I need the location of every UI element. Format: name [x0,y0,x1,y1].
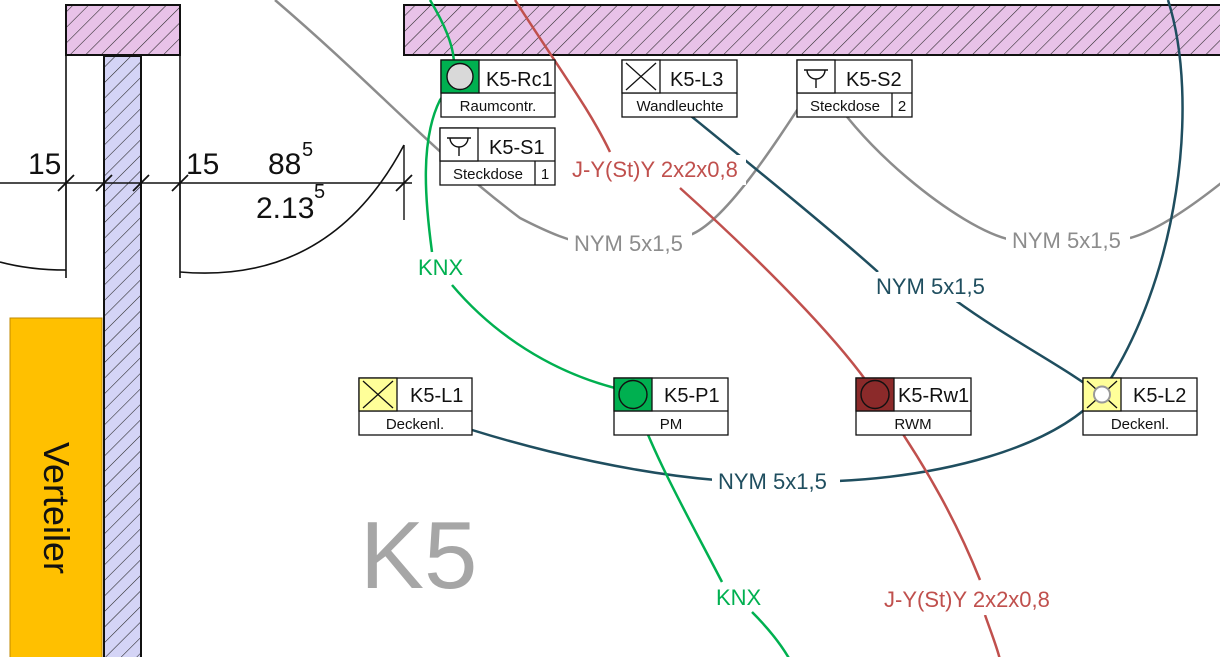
cable-label-nym-2: NYM 5x1,5 [1012,228,1121,253]
cable-label-jy-2: J-Y(St)Y 2x2x0,8 [884,587,1050,612]
device-k5-p1[interactable]: K5-P1 PM [613,377,729,436]
device-id: K5-Rc1 [486,69,553,91]
dim-15-left: 15 [28,148,61,181]
device-k5-l2[interactable]: K5-L2 Deckenl. [1082,377,1198,436]
device-id: K5-L1 [410,385,463,407]
device-id: K5-L3 [670,69,723,91]
socket-icon [439,127,479,162]
socket-icon [796,59,836,94]
device-k5-s2[interactable]: K5-S2 Steckdose 2 [796,59,913,118]
room-label: K5 [360,502,477,609]
device-k5-s1[interactable]: K5-S1 Steckdose 1 [439,127,556,186]
cable-knx-4 [751,611,790,657]
dim-213: 2.13 [256,192,314,225]
dim-88: 88 [268,148,301,181]
ceiling-light-icon [358,377,398,412]
ceiling-light-icon [1082,377,1122,412]
device-desc: Raumcontr. [460,98,537,115]
device-desc: Deckenl. [1111,416,1169,433]
dimension-line: 15 15 88 5 2.13 5 [0,139,413,225]
device-id: K5-S2 [846,69,902,91]
walls [65,4,1220,657]
cable-nym-dark-2 [954,298,1101,396]
device-k5-rw1[interactable]: K5-Rw1 RWM [855,377,972,436]
cable-nym-dark-3 [1098,0,1184,396]
cable-label-jy-1: J-Y(St)Y 2x2x0,8 [572,157,738,182]
cable-nym-gray-4 [1129,182,1220,240]
cable-label-nym-3: NYM 5x1,5 [876,274,985,299]
cable-knx-2 [451,284,633,394]
device-desc: PM [660,416,683,433]
device-desc: RWM [894,416,931,433]
cable-label-knx-1: KNX [418,255,464,280]
device-desc: Steckdose [453,166,523,183]
distributor[interactable]: Verteiler [9,317,103,657]
device-id: K5-L2 [1133,385,1186,407]
device-id: K5-Rw1 [898,385,969,407]
device-k5-l1[interactable]: K5-L1 Deckenl. [358,377,473,436]
wall-light-icon [621,59,661,94]
cable-label-knx-2: KNX [716,585,762,610]
device-k5-rc1[interactable]: K5-Rc1 Raumcontr. [440,59,556,118]
cable-label-nym-1: NYM 5x1,5 [574,231,683,256]
device-desc: Wandleuchte [637,98,724,115]
device-id: K5-S1 [489,137,545,159]
device-desc: Steckdose [810,98,880,115]
cable-label-nym-4: NYM 5x1,5 [718,469,827,494]
device-k5-l3[interactable]: K5-L3 Wandleuchte [621,59,738,118]
dim-213-sup: 5 [314,181,325,203]
dim-88-sup: 5 [302,139,313,161]
cable-labels: NYM 5x1,5 NYM 5x1,5 NYM 5x1,5 NYM 5x1,5 … [414,155,1130,615]
dim-15-right: 15 [186,148,219,181]
device-desc: Deckenl. [386,416,444,433]
cable-jy-3 [983,614,1001,657]
device-num: 2 [898,98,906,115]
cable-jy-1 [513,0,612,153]
device-id: K5-P1 [664,385,720,407]
device-num: 1 [541,166,549,183]
distributor-label: Verteiler [36,442,77,574]
cable-nym-dark-5 [837,394,1101,483]
cable-knx-1 [424,0,456,253]
